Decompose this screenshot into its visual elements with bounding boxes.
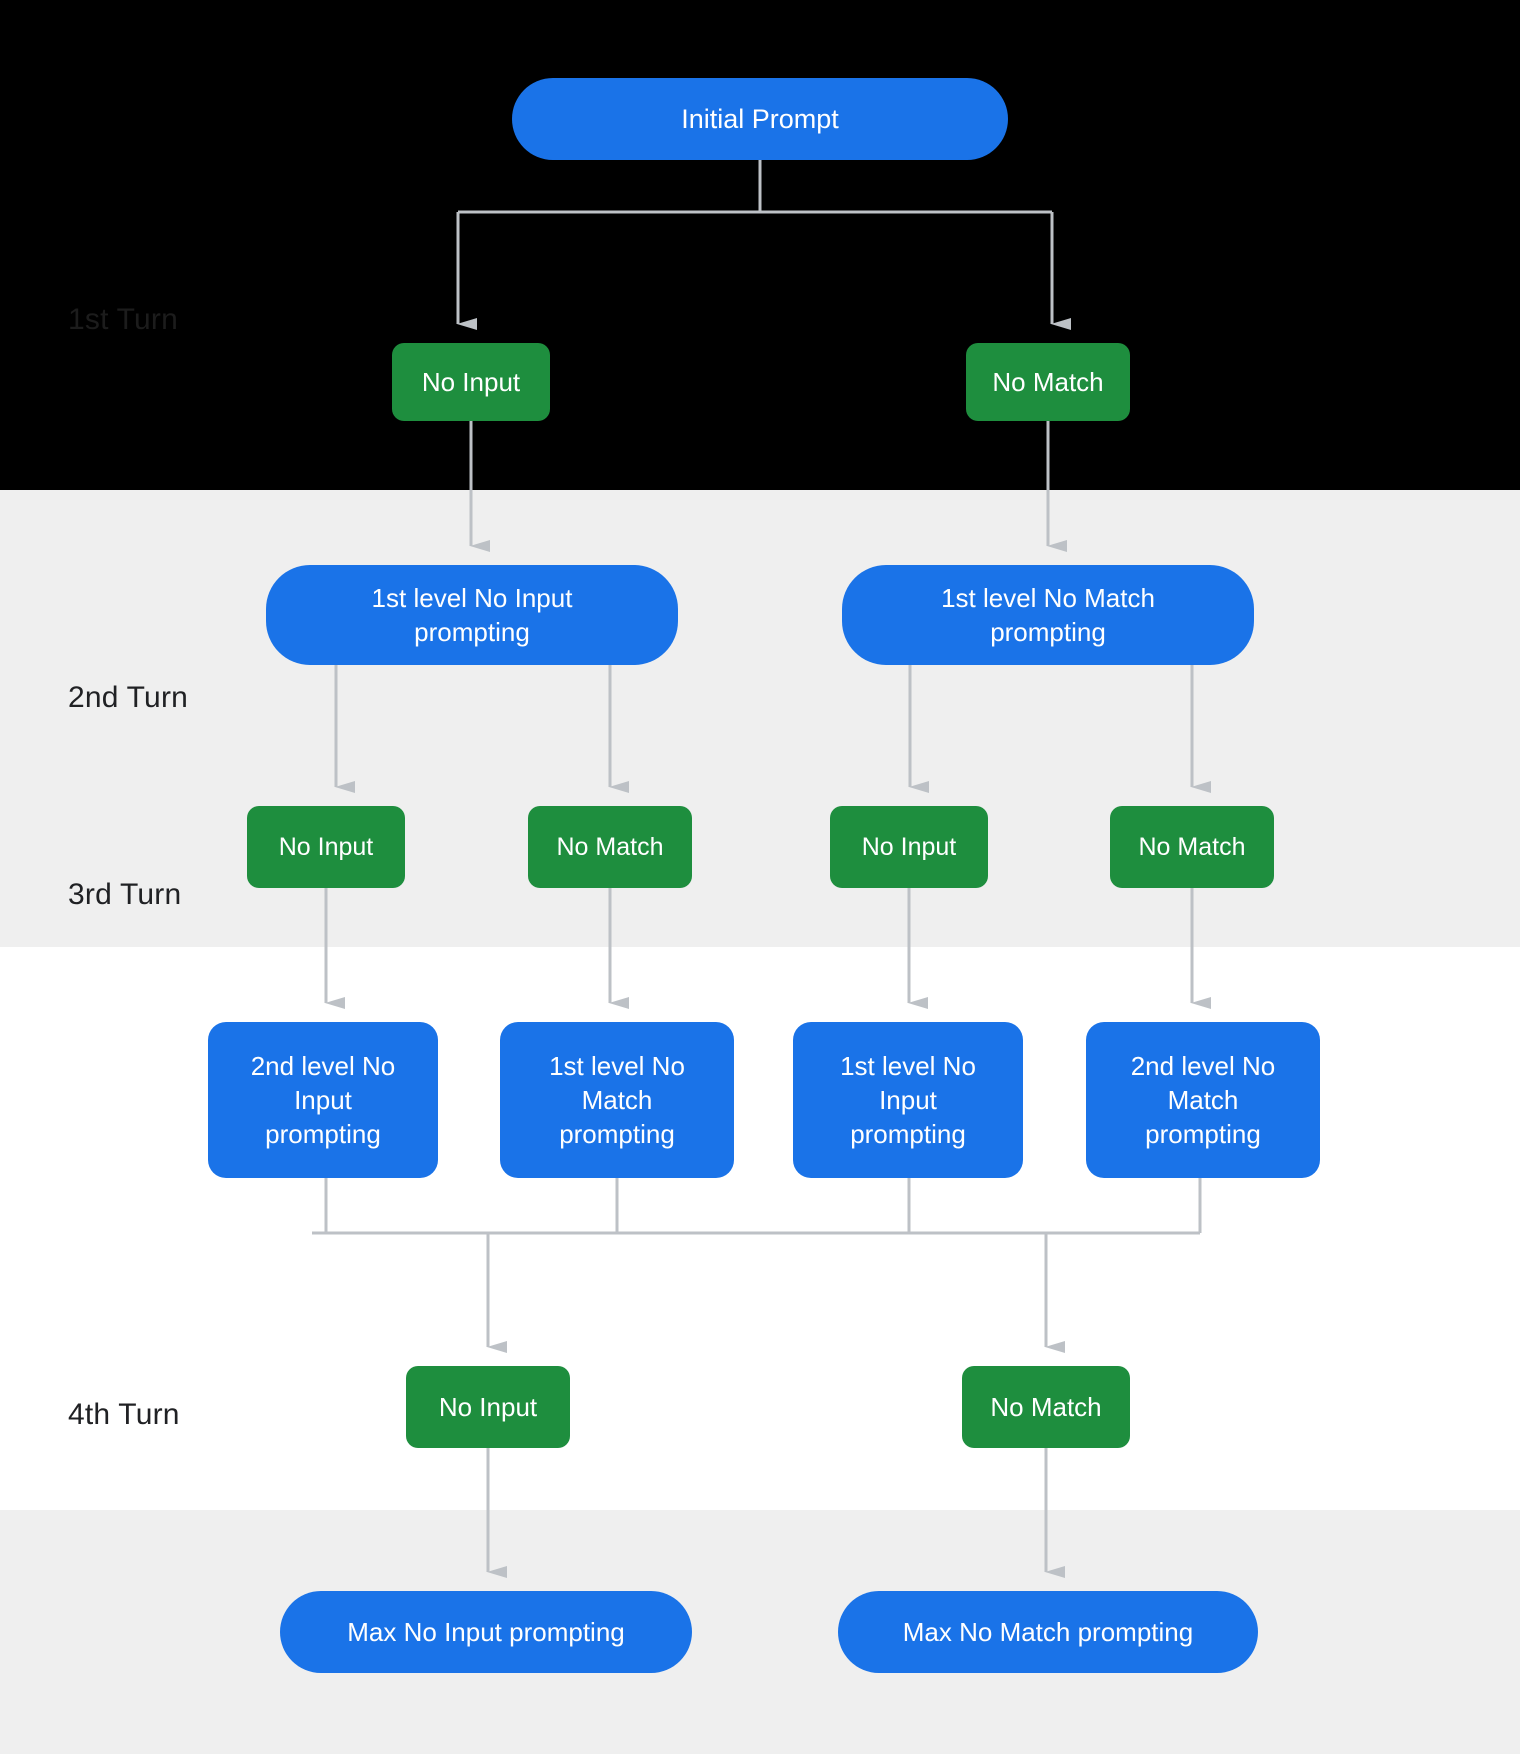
node-t2-prompt-no-input[interactable]: 1st level No Input prompting [266, 565, 678, 665]
node-t3-no-input[interactable]: No Input [406, 1366, 570, 1448]
node-t3-prompt-2nd-no-input[interactable]: 2nd level No Input prompting [208, 1022, 438, 1178]
node-t4-max-no-match[interactable]: Max No Match prompting [838, 1591, 1258, 1673]
node-t2-no-match-b[interactable]: No Match [1110, 806, 1274, 888]
node-t2-no-input-b[interactable]: No Input [830, 806, 988, 888]
turn-label-1st-turn: 1st Turn [68, 303, 178, 336]
node-label: No Match [990, 1392, 1102, 1422]
node-t3-prompt-1st-no-input[interactable]: 1st level No Input prompting [793, 1022, 1023, 1178]
turn-label-3rd-turn: 3rd Turn [68, 878, 182, 911]
node-t3-prompt-1st-no-match[interactable]: 1st level No Match prompting [500, 1022, 734, 1178]
node-label: 2nd level No Input prompting [250, 1051, 396, 1149]
node-label: 1st level No Match prompting [941, 583, 1155, 647]
node-label: 1st level No Input prompting [840, 1051, 976, 1149]
node-label: 1st level No Input prompting [371, 583, 573, 647]
node-t1-no-input[interactable]: No Input [392, 343, 550, 421]
node-label: No Input [861, 832, 957, 861]
node-label: Max No Input prompting [347, 1617, 625, 1647]
node-label: No Input [421, 367, 521, 397]
node-t3-no-match[interactable]: No Match [962, 1366, 1130, 1448]
node-t2-no-input-a[interactable]: No Input [247, 806, 405, 888]
node-initial-prompt[interactable]: Initial Prompt [512, 78, 1008, 160]
node-t4-max-no-input[interactable]: Max No Input prompting [280, 1591, 692, 1673]
node-t2-prompt-no-match[interactable]: 1st level No Match prompting [842, 565, 1254, 665]
node-label: Max No Match prompting [902, 1617, 1194, 1647]
node-label: No Input [438, 1392, 538, 1422]
node-label: No Input [278, 832, 374, 861]
band-4th-turn [0, 1510, 1520, 1754]
node-t2-no-match-a[interactable]: No Match [528, 806, 692, 888]
node-label: No Match [556, 832, 664, 861]
turn-label-2nd-turn: 2nd Turn [68, 681, 189, 714]
node-label: No Match [1138, 832, 1246, 861]
node-label: Initial Prompt [681, 103, 839, 134]
node-label: No Match [992, 367, 1104, 397]
node-t3-prompt-2nd-no-match[interactable]: 2nd level No Match prompting [1086, 1022, 1320, 1178]
node-label: 1st level No Match prompting [549, 1051, 685, 1149]
turn-label-4th-turn: 4th Turn [68, 1398, 180, 1431]
node-t1-no-match[interactable]: No Match [966, 343, 1130, 421]
node-label: 2nd level No Match prompting [1130, 1051, 1276, 1149]
